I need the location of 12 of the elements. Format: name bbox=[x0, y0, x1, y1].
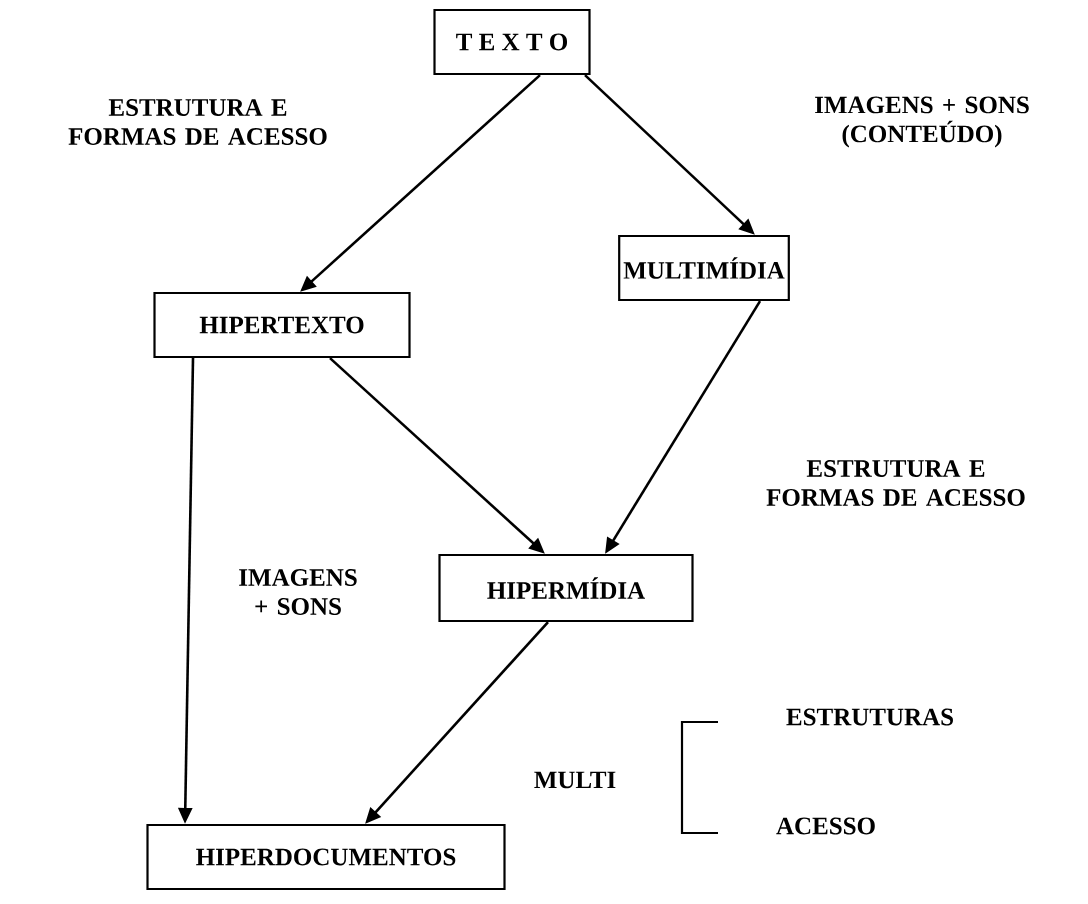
text-label: ESTRUTURAS bbox=[786, 708, 953, 726]
process-box: HIPERMÍDIA bbox=[438, 553, 694, 623]
text-label: MULTI bbox=[534, 771, 616, 789]
process-box: T E X T O bbox=[433, 8, 591, 76]
text-label: ACESSO bbox=[776, 817, 875, 835]
text-label: IMAGENS + SONS (CONTEÚDO) bbox=[815, 96, 1029, 148]
process-box: MULTIMÍDIA bbox=[618, 234, 790, 302]
text-label: ESTRUTURA E FORMAS DE ACESSO bbox=[68, 99, 327, 145]
process-box: HIPERDOCUMENTOS bbox=[146, 823, 506, 891]
text-label: ESTRUTURA E FORMAS DE ACESSO bbox=[766, 460, 1025, 506]
process-box: HIPERTEXTO bbox=[153, 291, 411, 359]
text-label: IMAGENS + SONS bbox=[239, 569, 357, 615]
